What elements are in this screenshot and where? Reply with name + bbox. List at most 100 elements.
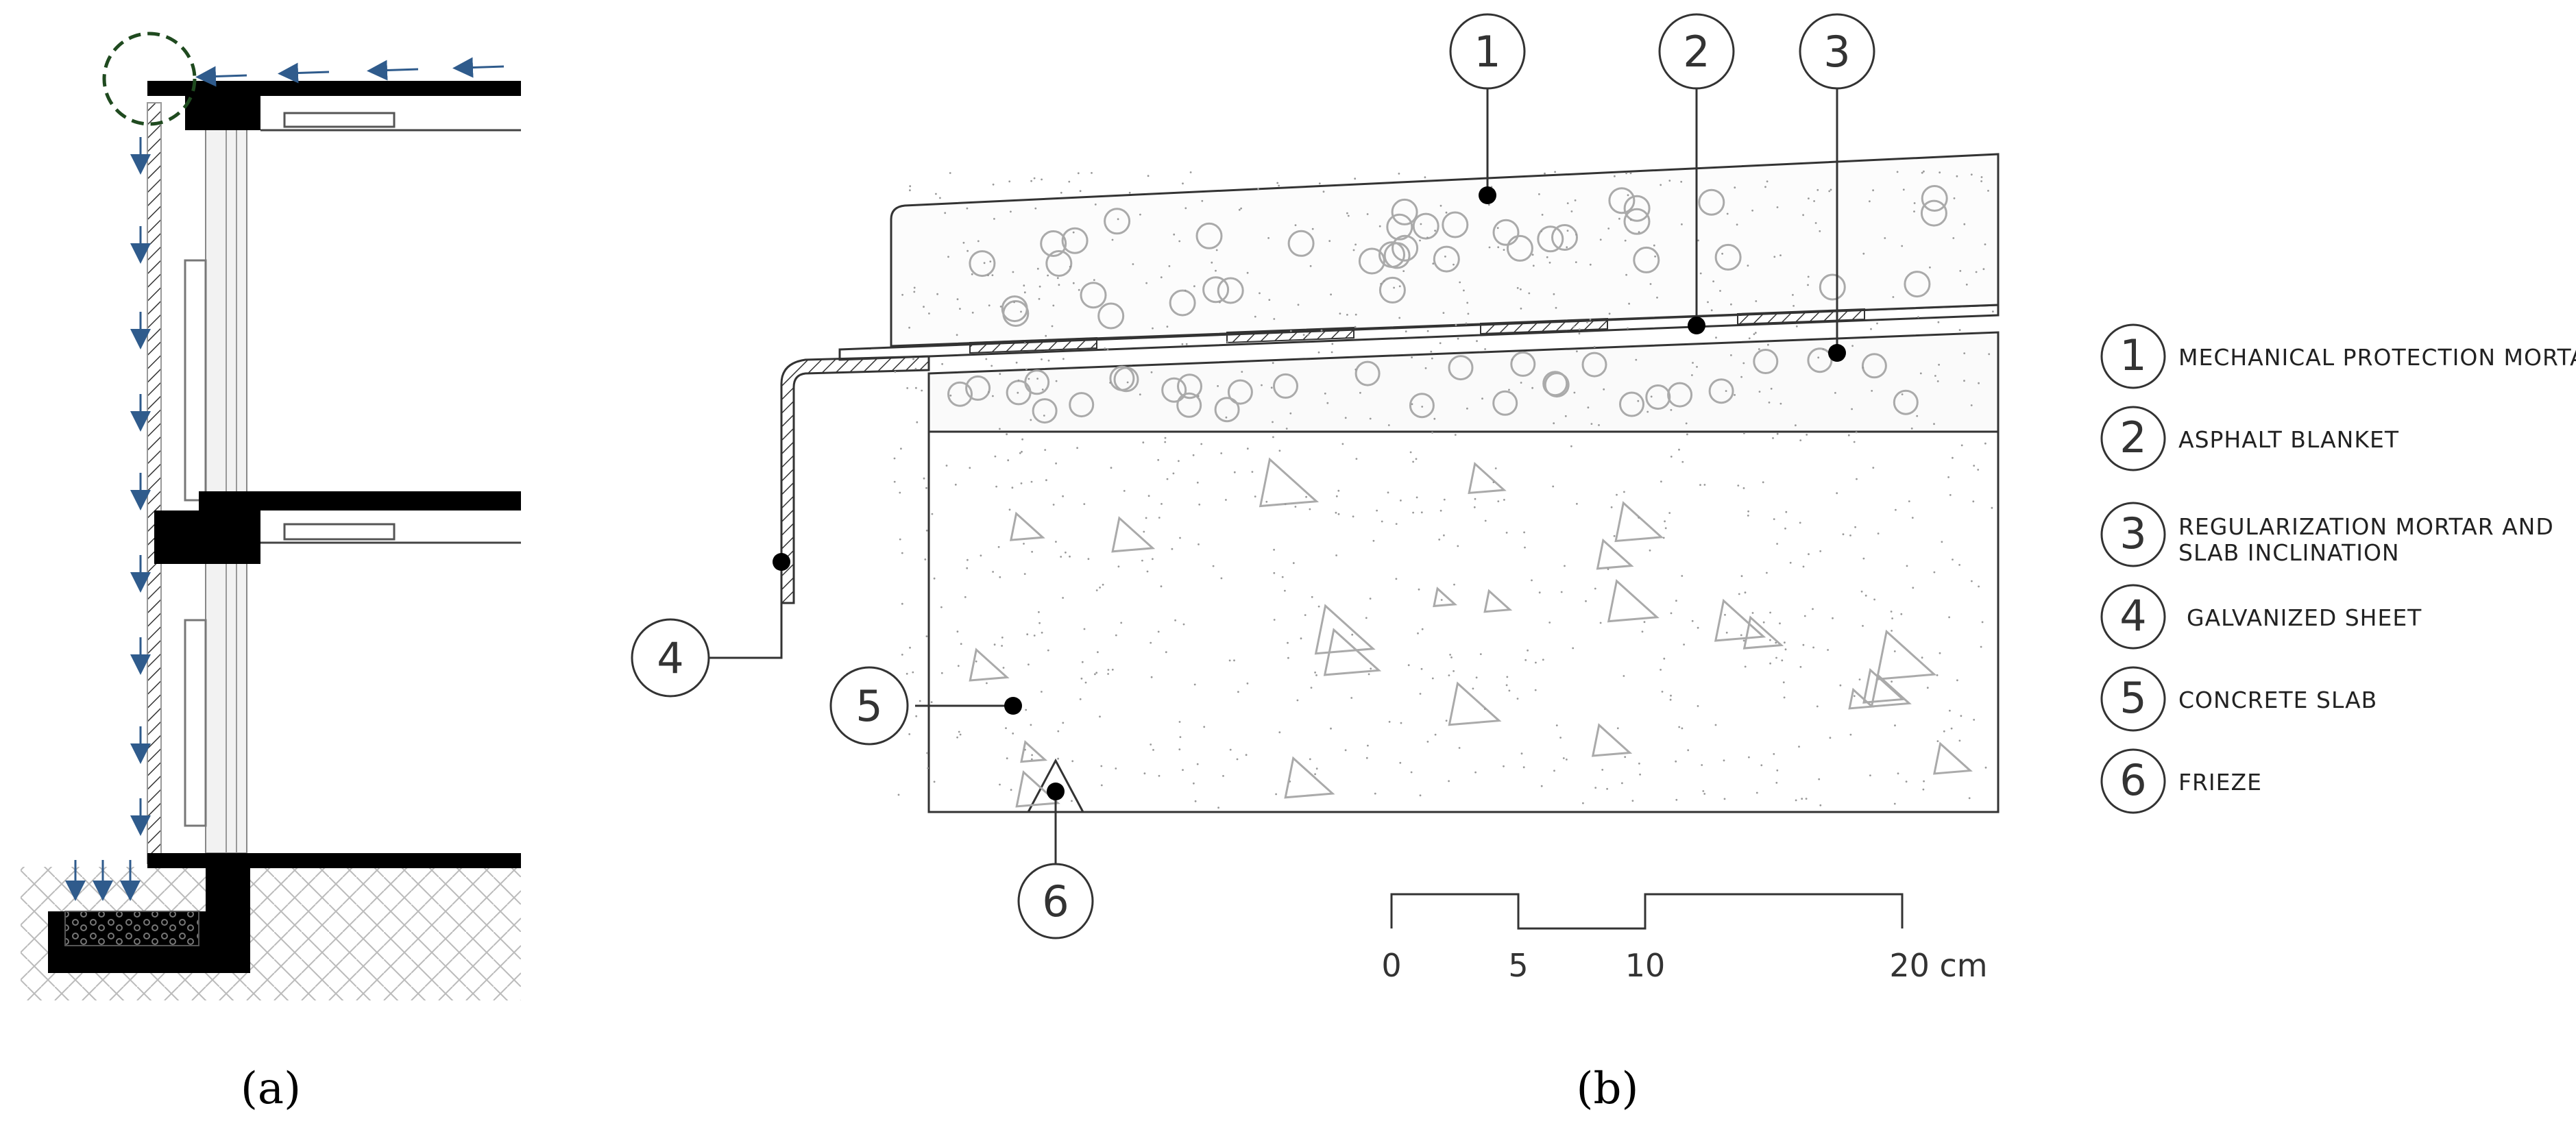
stipple-dot: [1531, 254, 1534, 256]
stipple-dot: [1287, 641, 1289, 644]
stipple-dot: [1971, 580, 1973, 582]
stipple-dot: [1625, 273, 1628, 276]
stipple-dot: [901, 293, 903, 296]
stipple-dot: [1273, 619, 1276, 621]
stipple-dot: [1629, 172, 1632, 175]
stipple-dot: [1933, 571, 1936, 574]
stipple-dot: [1637, 399, 1640, 402]
stipple-dot: [1080, 677, 1083, 680]
stipple-dot: [1041, 358, 1043, 360]
stipple-dot: [1378, 225, 1381, 227]
stipple-dot: [1527, 649, 1529, 652]
stipple-dot: [1987, 190, 1989, 192]
stipple-dot: [1849, 534, 1851, 537]
stipple-dot: [1225, 499, 1227, 501]
stipple-dot: [1627, 194, 1629, 197]
stipple-dot: [1544, 172, 1546, 175]
stipple-dot: [1776, 432, 1779, 435]
aggregate-triangle: [1020, 740, 1048, 763]
stipple-dot: [1789, 561, 1792, 564]
stipple-dot: [977, 240, 980, 243]
stipple-dot: [1200, 443, 1203, 445]
stipple-dot: [1376, 509, 1378, 512]
stipple-dot: [1095, 672, 1098, 674]
stipple-dot: [1623, 675, 1625, 677]
stipple-dot: [1474, 497, 1477, 500]
stipple-dot: [1758, 348, 1760, 350]
stipple-dot: [1744, 665, 1747, 668]
stipple-dot: [1457, 337, 1459, 340]
callout-2: 2: [1658, 13, 1735, 90]
stipple-dot: [1631, 800, 1634, 802]
stipple-dot: [1496, 227, 1499, 230]
stipple-dot: [1793, 305, 1795, 307]
stipple-dot: [1851, 408, 1854, 410]
stipple-dot: [1484, 519, 1487, 522]
stipple-dot: [1337, 489, 1340, 492]
stipple-dot: [1492, 481, 1495, 484]
aggregate-circle: [1195, 222, 1223, 249]
stipple-dot: [1876, 322, 1878, 325]
stipple-dot: [1275, 793, 1277, 796]
stipple-dot: [1802, 214, 1805, 217]
stipple-dot: [1315, 674, 1317, 676]
stipple-dot: [1680, 180, 1683, 183]
stipple-dot: [1065, 551, 1067, 554]
stipple-dot: [1906, 565, 1908, 567]
stipple-dot: [1057, 757, 1059, 760]
stipple-dot: [1854, 526, 1857, 528]
stipple-dot: [1984, 243, 1986, 245]
stipple-dot: [1006, 433, 1008, 436]
stipple-dot: [1991, 506, 1993, 509]
stipple-dot: [1430, 350, 1433, 353]
stipple-dot: [1012, 733, 1014, 735]
stipple-dot: [1007, 459, 1010, 462]
stipple-dot: [1710, 309, 1713, 312]
stipple-dot: [1594, 587, 1596, 590]
stipple-dot: [1952, 558, 1954, 561]
stipple-dot: [991, 274, 994, 276]
stipple-dot: [1166, 478, 1169, 480]
stipple-dot: [914, 367, 917, 370]
stipple-dot: [1058, 284, 1060, 286]
stipple-dot: [906, 387, 909, 389]
aggregate-circle: [1633, 246, 1660, 273]
stipple-dot: [1115, 767, 1117, 770]
aggregate-circle: [1412, 212, 1439, 240]
aggregate-circle: [1537, 225, 1564, 253]
stipple-dot: [1660, 480, 1662, 483]
aggregate-circle: [1392, 234, 1419, 262]
roof-slab: [147, 81, 521, 96]
stipple-dot: [1531, 579, 1533, 582]
aggregate-circle: [1409, 393, 1435, 419]
stipple-dot: [1245, 754, 1248, 756]
stipple-dot: [1178, 240, 1181, 243]
stipple-dot: [1062, 597, 1064, 599]
stipple-dot: [1953, 197, 1956, 199]
stipple-dot: [1028, 378, 1030, 380]
stipple-dot: [1455, 323, 1457, 326]
stipple-dot: [1937, 321, 1940, 323]
stipple-dot: [975, 660, 977, 663]
stipple-dot: [1344, 417, 1347, 419]
aggregate-triangle: [1607, 579, 1660, 623]
stipple-dot: [1287, 656, 1289, 659]
stipple-dot: [1740, 634, 1742, 637]
stipple-dot: [1352, 249, 1355, 251]
stipple-dot: [1897, 772, 1899, 775]
stipple-dot: [1110, 467, 1113, 469]
stipple-dot: [908, 733, 911, 735]
stipple-dot: [1534, 689, 1537, 691]
stipple-dot: [1311, 227, 1314, 230]
stipple-dot: [1272, 436, 1274, 439]
stipple-dot: [1819, 804, 1822, 807]
stipple-dot: [1335, 511, 1337, 514]
stipple-dot: [1352, 515, 1354, 518]
stipple-dot: [1980, 180, 1983, 182]
legend-item-5: 5 CONCRETE SLAB: [2100, 666, 2377, 732]
aggregate-circle: [1169, 289, 1196, 317]
stipple-dot: [1975, 271, 1978, 273]
stipple-dot: [1767, 343, 1769, 346]
stipple-dot: [908, 326, 910, 329]
